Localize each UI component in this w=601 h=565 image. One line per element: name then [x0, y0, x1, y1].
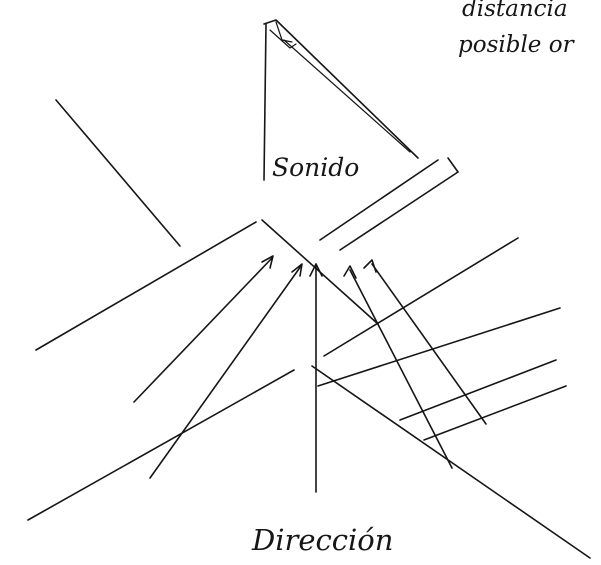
left-diagonal-line: [56, 100, 180, 246]
direccion-label: Dirección: [251, 523, 393, 557]
direction-arrows: [134, 256, 486, 492]
sonido-label: Sonido: [272, 153, 359, 182]
note-line-1: distancia: [462, 0, 568, 22]
center-opening: [36, 220, 378, 350]
incoming-lines: [28, 238, 590, 558]
note-line-2: posible or: [458, 32, 576, 58]
